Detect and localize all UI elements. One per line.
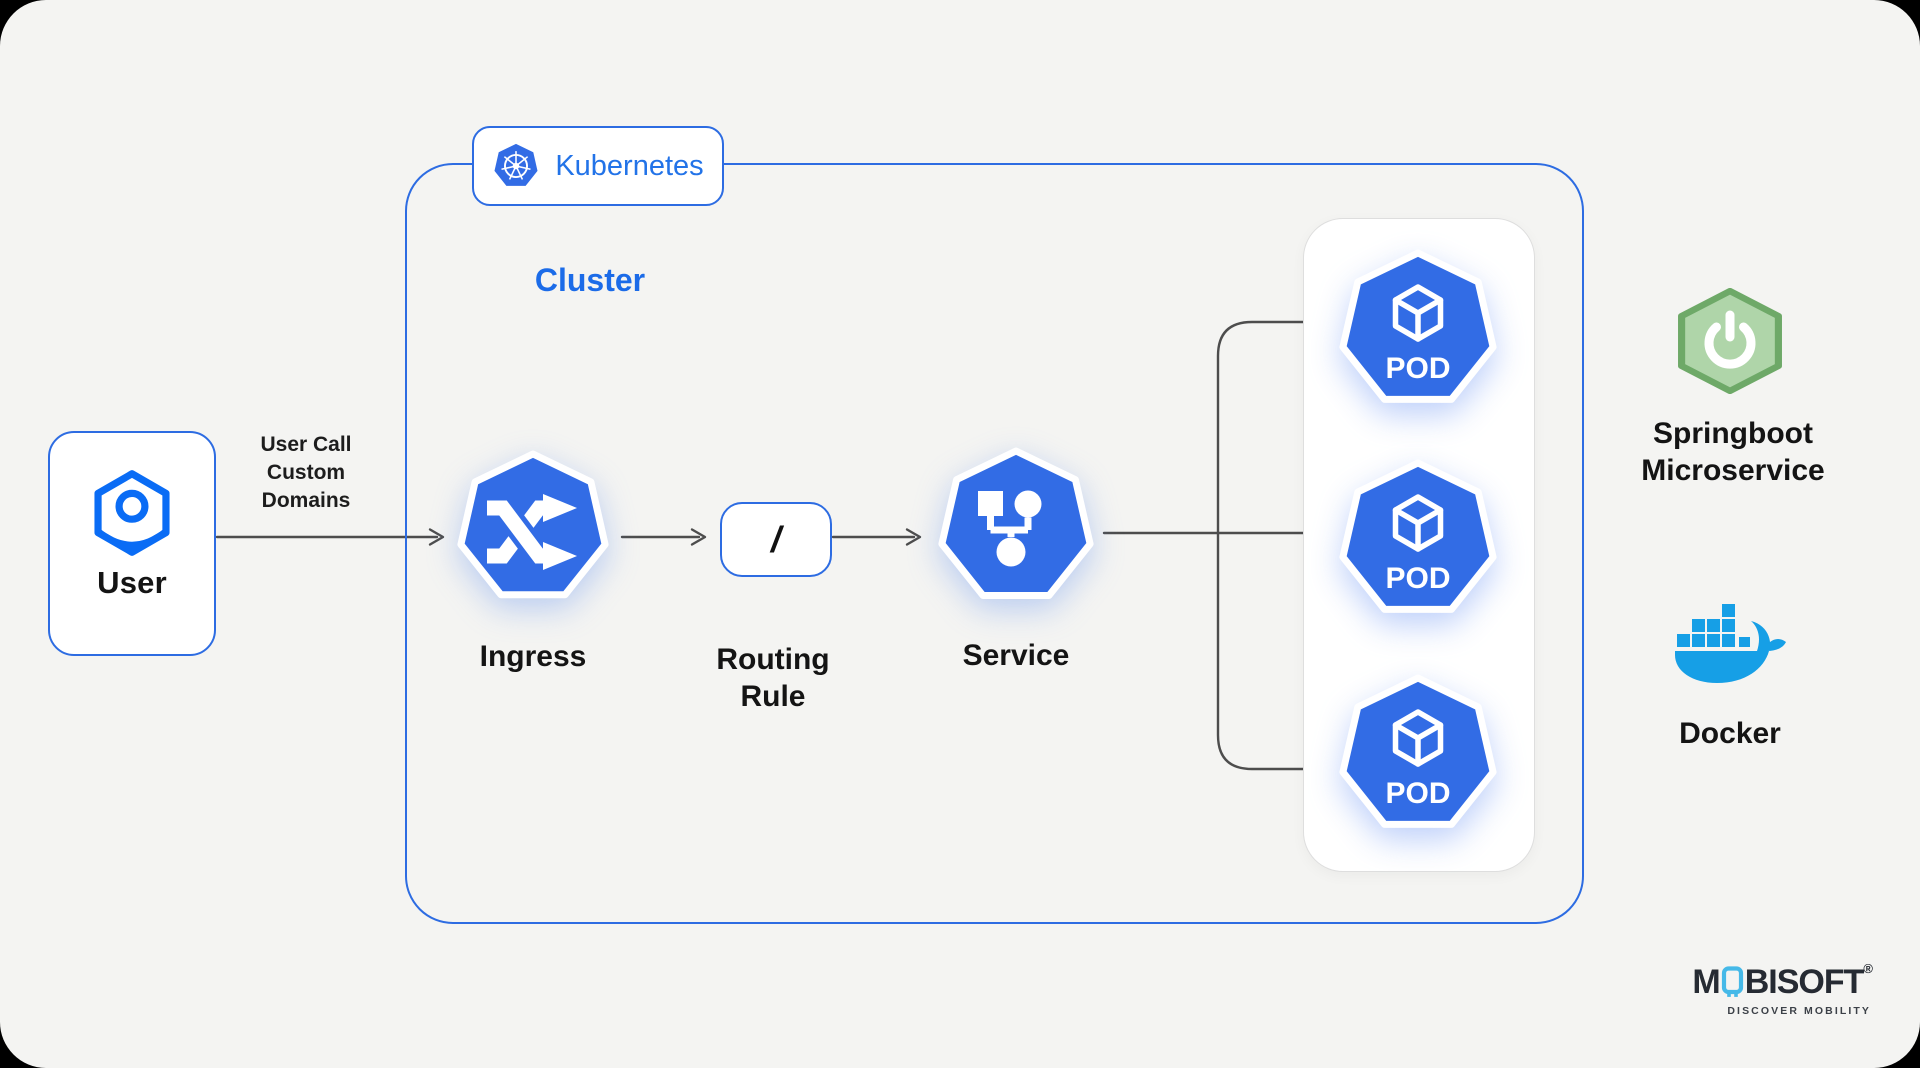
kubernetes-cluster-boundary	[405, 163, 1584, 924]
routing-rule-label: Routing Rule	[716, 643, 830, 713]
pod-2: POD	[1339, 459, 1497, 613]
ingress-icon	[457, 450, 609, 599]
pod-2-label: POD	[1385, 562, 1450, 595]
pod-cube-icon	[1392, 494, 1444, 552]
power-glyph	[1704, 310, 1756, 369]
springboot-icon	[1678, 288, 1782, 394]
arrow-branch-to-pods	[1216, 320, 1319, 771]
logo-prefix: M	[1692, 963, 1720, 1001]
pod-3: POD	[1339, 674, 1497, 828]
docker-label: Docker	[1679, 717, 1781, 750]
pod-cube-icon	[1392, 709, 1444, 767]
service-icon	[938, 447, 1094, 599]
service-tree-glyph	[978, 490, 1042, 567]
routing-rule-symbol: /	[770, 518, 781, 560]
user-label: User	[97, 565, 167, 600]
kubernetes-badge: Kubernetes	[472, 126, 724, 206]
pod-3-label: POD	[1385, 777, 1450, 810]
mobisoft-phone-icon	[1721, 965, 1743, 997]
user-arrow-label: User Call Custom Domains	[260, 433, 352, 512]
docker-whale-icon	[1675, 604, 1786, 683]
pod-1-label: POD	[1385, 352, 1450, 385]
user-icon	[94, 470, 170, 556]
routing-rule-node: /	[720, 502, 832, 577]
registered-mark: ®	[1863, 961, 1873, 976]
shuffle-arrows-glyph	[487, 494, 577, 570]
logo-suffix: BISOFT	[1744, 963, 1865, 1001]
kubernetes-badge-label: Kubernetes	[555, 149, 704, 182]
mobisoft-logo: M BISOFT ® DISCOVER MOBILITY	[1692, 961, 1873, 1017]
ingress-label: Ingress	[479, 640, 587, 673]
springboot-label: Springboot Microservice	[1641, 417, 1825, 487]
pod-cube-icon	[1392, 284, 1444, 342]
user-node: User	[48, 431, 216, 656]
mobisoft-wordmark: M BISOFT ®	[1692, 961, 1873, 1002]
mobisoft-tagline: DISCOVER MOBILITY	[1727, 1005, 1871, 1017]
kubernetes-wheel-icon	[494, 143, 538, 186]
cluster-label: Cluster	[534, 262, 646, 298]
service-label: Service	[962, 639, 1070, 672]
pod-1: POD	[1339, 249, 1497, 403]
